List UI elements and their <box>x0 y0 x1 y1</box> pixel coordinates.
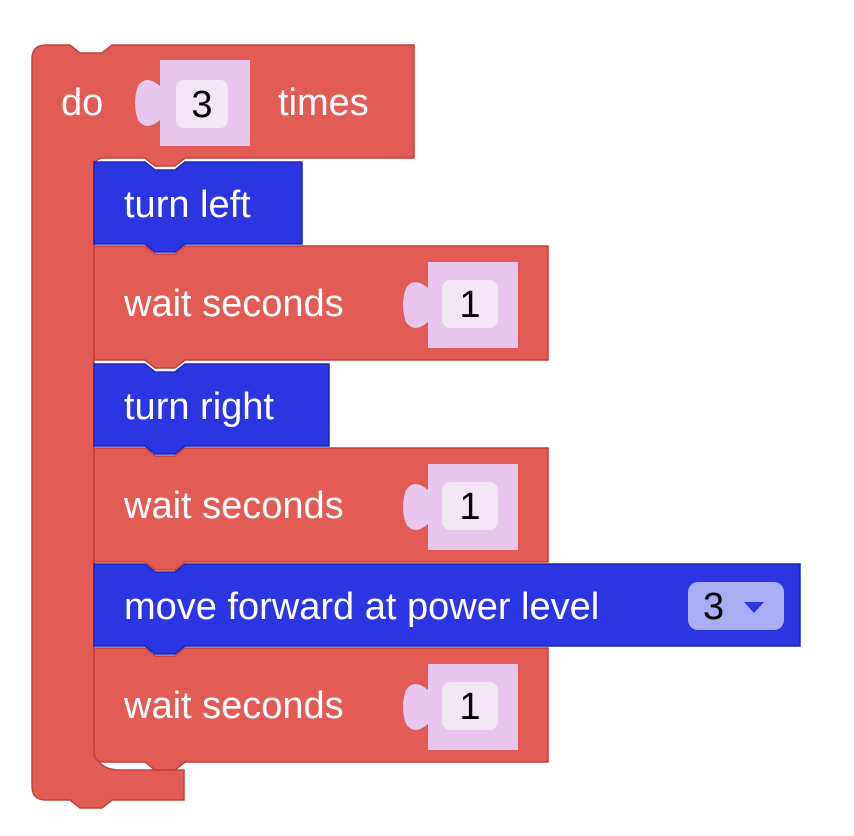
power-level-dropdown[interactable] <box>688 582 784 630</box>
wait-seconds-field[interactable] <box>442 482 498 530</box>
move-forward-block[interactable] <box>93 563 801 655</box>
turn-right-block-shape[interactable] <box>93 363 330 455</box>
turn-left-block-shape[interactable] <box>93 161 303 253</box>
wait-seconds-field[interactable] <box>442 682 498 730</box>
wait-seconds-label: wait seconds <box>124 685 344 727</box>
repeat-block-shape[interactable] <box>31 44 415 809</box>
power-level-value[interactable]: 3 <box>703 586 725 628</box>
repeat-count-value[interactable]: 3 <box>191 84 213 126</box>
move-forward-block-shape[interactable] <box>93 563 801 655</box>
wait-seconds-block[interactable] <box>93 647 549 771</box>
repeat-keyword-do: do <box>61 82 104 124</box>
repeat-count-field[interactable] <box>176 80 228 128</box>
turn-left-block[interactable] <box>93 161 303 253</box>
turn-right-block[interactable] <box>93 363 330 455</box>
turn-right-label: turn right <box>124 386 274 428</box>
repeat-keyword-times: times <box>278 82 369 124</box>
wait-seconds-field[interactable] <box>442 280 498 328</box>
wait-seconds-label: wait seconds <box>124 283 344 325</box>
move-forward-label: move forward at power level <box>124 586 600 628</box>
chevron-down-icon <box>744 602 764 613</box>
wait-seconds-block[interactable] <box>93 447 549 571</box>
wait-seconds-label: wait seconds <box>124 485 344 527</box>
wait-seconds-value[interactable]: 1 <box>459 486 481 528</box>
wait-seconds-value[interactable]: 1 <box>459 284 481 326</box>
wait-seconds-block[interactable] <box>93 245 549 369</box>
repeat-block[interactable] <box>31 44 415 809</box>
turn-left-label: turn left <box>124 184 251 226</box>
wait-seconds-value[interactable]: 1 <box>459 686 481 728</box>
